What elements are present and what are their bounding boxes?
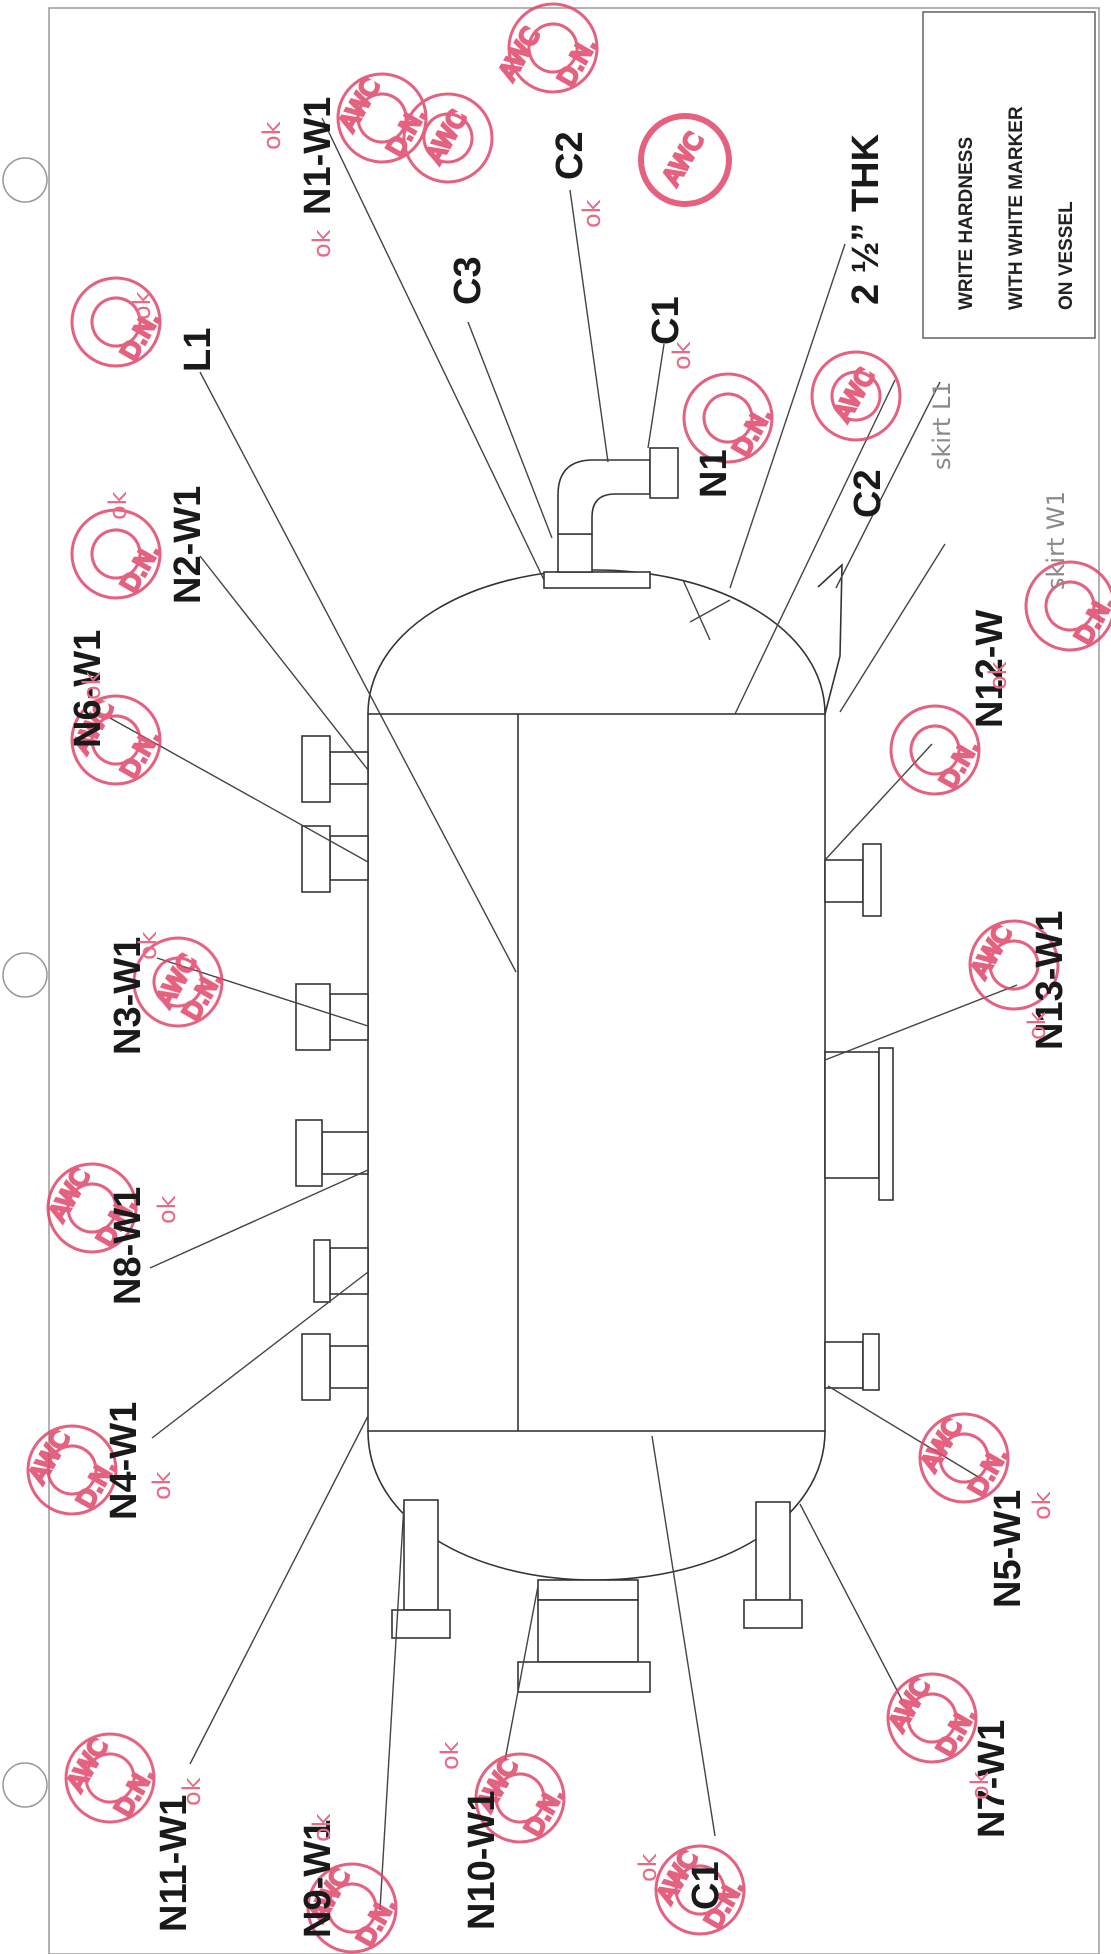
handwritten-ok: ok [178, 1777, 206, 1806]
handwritten-ok: ok [634, 1853, 662, 1882]
nozzle-n3 [295, 983, 369, 1051]
nozzle-n8 [295, 1119, 369, 1187]
label-n12-w: N12-W [969, 610, 1011, 728]
nozzle-n5 [824, 1333, 880, 1391]
label-n3-w1: N3-W1 [107, 937, 149, 1055]
label-n7-w1: N7-W1 [971, 1720, 1013, 1838]
handwritten-ok: ok [1023, 1011, 1051, 1040]
label-n8-w1: N8-W1 [107, 1187, 149, 1305]
svg-text:AWC: AWC [657, 128, 709, 190]
handwritten-skirt-l1: skirt L1 [928, 381, 956, 470]
label-c3: C3 [447, 256, 489, 305]
stamp: AWC D.N. [332, 72, 433, 164]
label-c1-top: C1 [645, 296, 687, 345]
handwritten-ok: ok [148, 1471, 176, 1500]
nozzle-n6 [301, 735, 369, 803]
note-box: WRITE HARDNESS WITH WHITE MARKER ON VESS… [922, 11, 1096, 339]
nozzle-n1-neck [557, 533, 593, 573]
svg-text:D.N.: D.N. [1069, 591, 1111, 650]
handwritten-ok: ok [436, 1741, 464, 1770]
binder-hole-top [2, 157, 48, 203]
stamp: D.N. [70, 276, 167, 368]
binder-hole-middle [2, 952, 48, 998]
label-thk: 2 ½” THK [845, 133, 887, 305]
nozzle-n4 [313, 1239, 369, 1303]
handwritten-ok: ok [104, 491, 132, 520]
note-line-1: WRITE HARDNESS [956, 137, 977, 310]
label-n1: N1 [693, 449, 735, 498]
label-n1-w1: N1-W1 [297, 97, 339, 215]
note-line-2: WITH WHITE MARKER [1006, 106, 1027, 310]
label-n13-w1: N13-W1 [1029, 911, 1071, 1050]
nozzle-n13 [824, 1047, 894, 1201]
handwritten-notes: skirt L1 skirt W1 ok ok ok ok ok ok ok o… [78, 121, 1070, 1882]
callout-labels: N1-W1 C3 C2 C1 2 ½” THK L1 N1 C2 N2-W1 N… [67, 97, 1071, 1938]
note-line-3: ON VESSEL [1056, 201, 1077, 310]
nozzle-n10 [517, 1579, 651, 1693]
label-n10-w1: N10-W1 [461, 1791, 503, 1930]
label-n9-w1: N9-W1 [297, 1820, 339, 1938]
label-n6-w1: N6-W1 [67, 630, 109, 748]
handwritten-ok: ok [966, 1771, 994, 1800]
handwritten-ok: ok [984, 661, 1012, 690]
label-n4-w1: N4-W1 [103, 1402, 145, 1520]
handwritten-ok: ok [668, 341, 696, 370]
svg-text:AWC: AWC [493, 23, 545, 85]
handwritten-ok: ok [308, 229, 336, 258]
label-c2-mid: C2 [847, 469, 889, 518]
handwritten-ok: ok [153, 1195, 181, 1224]
nozzle-n1-flange [649, 447, 679, 499]
svg-text:AWC: AWC [828, 364, 880, 426]
label-c2-top: C2 [549, 131, 591, 180]
nozzle-n11 [301, 1333, 369, 1401]
label-n5-w1: N5-W1 [987, 1490, 1029, 1608]
handwritten-ok: ok [128, 291, 156, 320]
nozzle-n2 [301, 825, 369, 893]
handwritten-ok: ok [308, 1813, 336, 1842]
handwritten-ok: ok [258, 121, 286, 150]
skirt-bracket [817, 563, 843, 715]
handwritten-ok: ok [78, 671, 106, 700]
label-c1-bottom: C1 [685, 1861, 727, 1910]
binder-hole-bottom [2, 1762, 48, 1808]
nozzle-n1-pad [543, 571, 651, 589]
label-n2-w1: N2-W1 [167, 486, 209, 604]
nozzle-n12 [824, 843, 882, 917]
stamp: AWC D.N. [492, 2, 604, 94]
label-l1: L1 [177, 328, 219, 372]
stamp: AWC [810, 350, 902, 442]
handwritten-ok: ok [134, 931, 162, 960]
handwritten-skirt-w1: skirt W1 [1042, 491, 1070, 590]
nozzle-n1-elbow [557, 459, 651, 535]
handwritten-ok: ok [1028, 1491, 1056, 1520]
handwritten-ok: ok [578, 199, 606, 228]
top-head [367, 569, 826, 715]
label-n11-w1: N11-W1 [153, 1795, 195, 1932]
nozzle-n7 [743, 1501, 803, 1629]
nozzle-n9 [391, 1499, 451, 1639]
pressure-vessel [295, 447, 894, 1693]
stamp: AWC [638, 113, 732, 207]
